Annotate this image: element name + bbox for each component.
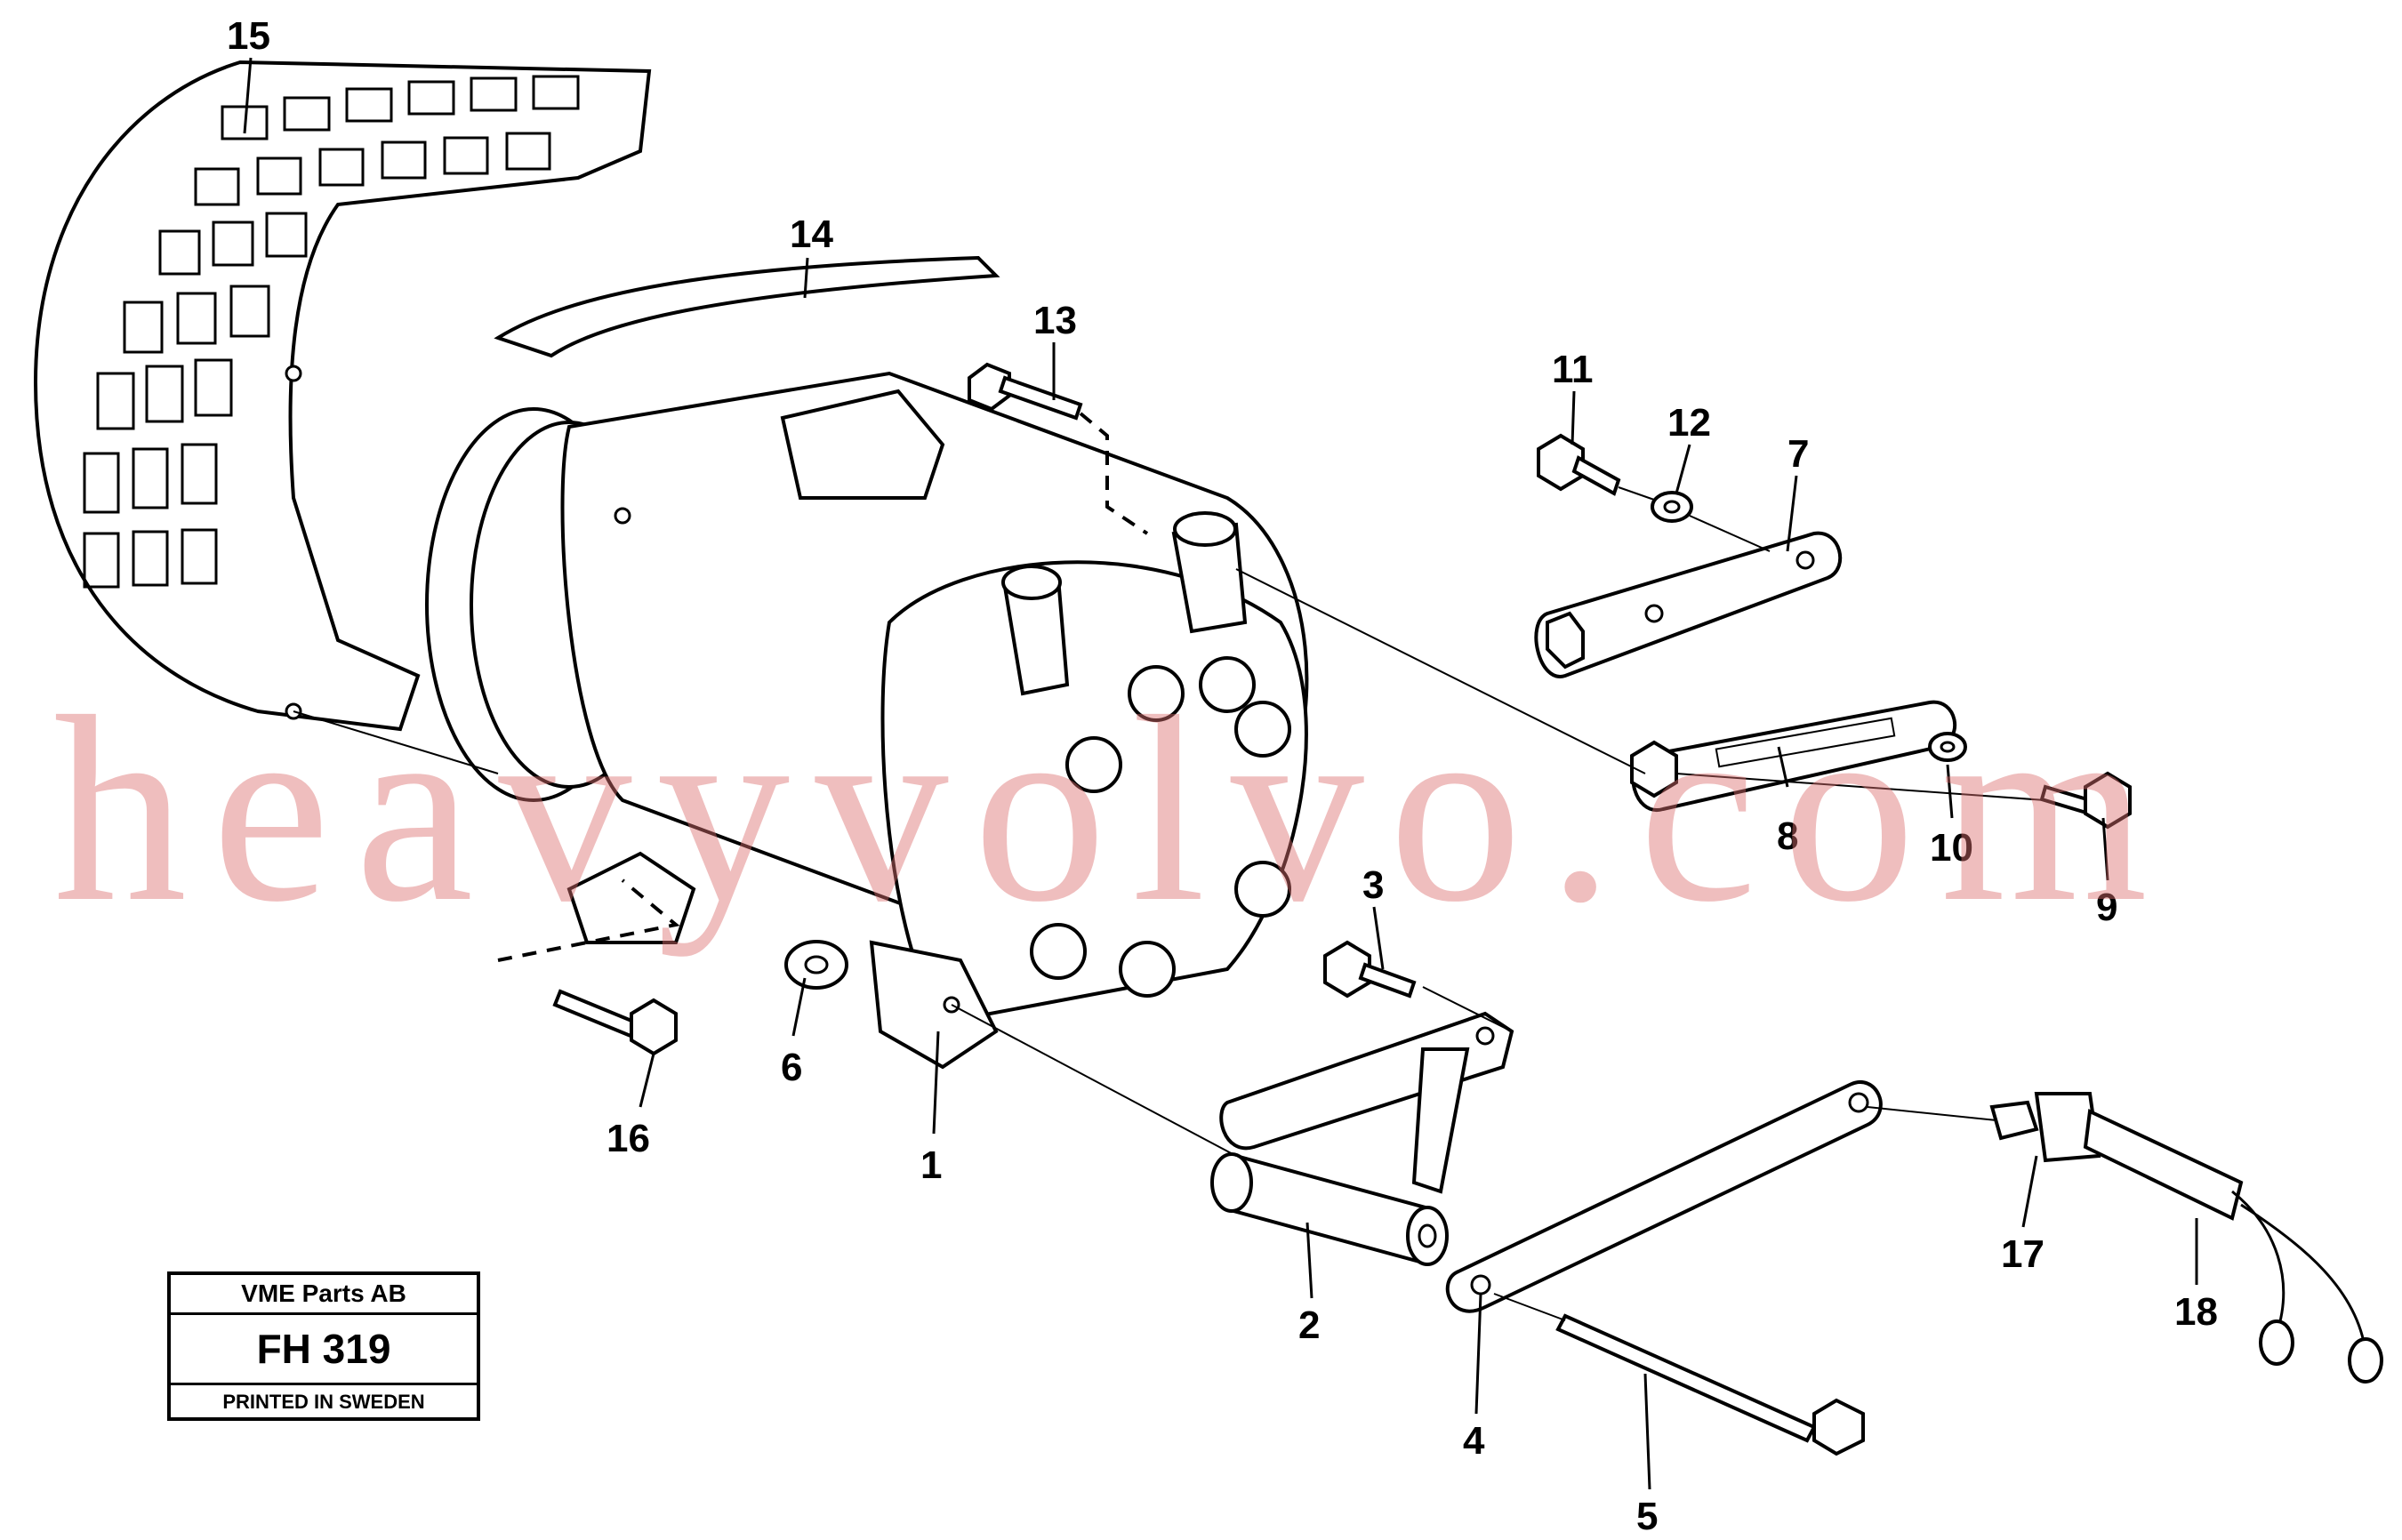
callout-10: 10 [1930,826,1973,870]
washer-6 [784,940,848,990]
long-bolt-5 [1555,1313,1865,1456]
callout-15: 15 [227,14,270,58]
spacer-tube-2 [1210,1152,1449,1266]
callout-1: 1 [920,1143,942,1187]
leader-lines [243,57,2198,1490]
stamp-drawing-code: FH 319 [171,1315,477,1385]
callout-9: 9 [2096,886,2117,929]
callout-11: 11 [1552,348,1594,391]
callout-2: 2 [1298,1303,1320,1347]
bolt-11 [1537,433,1621,496]
callout-18: 18 [2174,1290,2218,1334]
callout-labels: 15 14 13 11 12 7 8 10 9 3 6 1 16 2 4 5 1… [227,14,2218,1538]
callout-6: 6 [781,1046,802,1089]
alignment-lines [293,486,2046,1321]
callout-13: 13 [1033,299,1077,342]
slotted-bracket-8 [1630,700,1956,813]
callout-7: 7 [1787,432,1809,476]
bolt-13 [968,362,1149,535]
stamp-printed-in: PRINTED IN SWEDEN [222,1391,425,1413]
bolt-16 [497,878,680,1056]
cable-18 [2083,1109,2383,1384]
washer-10 [1928,732,1967,762]
drive-belt [494,255,1000,358]
stamp-company: VME Parts AB [171,1275,477,1315]
bolt-9 [2039,771,2132,830]
callout-16: 16 [607,1117,650,1160]
callout-3: 3 [1362,863,1384,907]
sensor-17 [1989,1092,2101,1163]
compressor [425,371,1309,1070]
callout-5: 5 [1636,1495,1658,1538]
callout-14: 14 [790,213,833,256]
adjusting-arm-4 [1445,1080,1883,1313]
callout-17: 17 [2001,1232,2045,1276]
washer-12 [1651,491,1693,523]
link-plate-7 [1534,531,1843,678]
callout-12: 12 [1667,401,1711,445]
bolt-3 [1323,940,1417,999]
title-stamp: VME Parts AB FH 319 PRINTED IN SWEDEN [167,1271,480,1421]
tension-bracket [1219,1011,1514,1194]
callout-8: 8 [1777,814,1798,858]
callout-4: 4 [1463,1419,1485,1463]
